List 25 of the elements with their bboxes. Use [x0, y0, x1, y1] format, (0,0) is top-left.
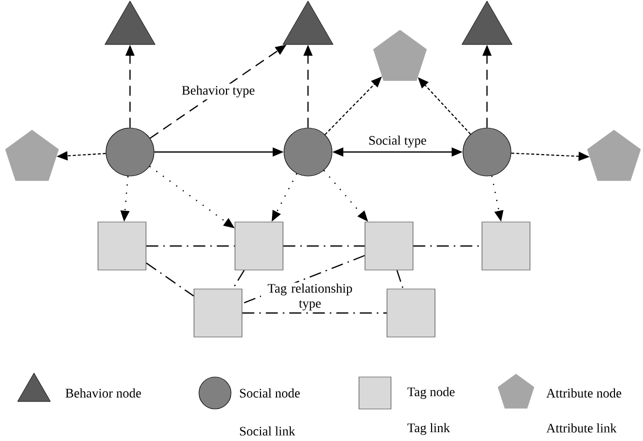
annotation-text: Tag relationship type — [261, 282, 359, 312]
legend-label: Tag node — [407, 387, 455, 399]
circle-node — [462, 128, 512, 176]
edge-label: Behavior type — [180, 84, 257, 100]
square-node — [194, 288, 242, 338]
circle-node — [106, 128, 154, 176]
circle-node — [284, 128, 332, 176]
legend-label: Social node — [240, 388, 300, 398]
pentagon-node — [373, 30, 427, 81]
legend-label: Social link — [240, 426, 296, 436]
triangle-node — [282, 0, 334, 45]
square-node — [386, 288, 436, 338]
square-node — [98, 222, 146, 270]
square-node — [482, 222, 530, 270]
square-node — [234, 222, 284, 270]
legend-label: Attribute link — [546, 423, 617, 433]
pentagon-node — [587, 130, 641, 181]
legend-label: Attribute node — [546, 388, 622, 398]
square-node — [364, 222, 414, 270]
pentagon-node — [5, 130, 59, 181]
triangle-node — [104, 0, 156, 45]
legend-label: Tag link — [407, 423, 450, 435]
legend-label: Behavior node — [66, 388, 141, 398]
edge-label: Social type — [369, 136, 426, 148]
triangle-node — [462, 0, 512, 45]
